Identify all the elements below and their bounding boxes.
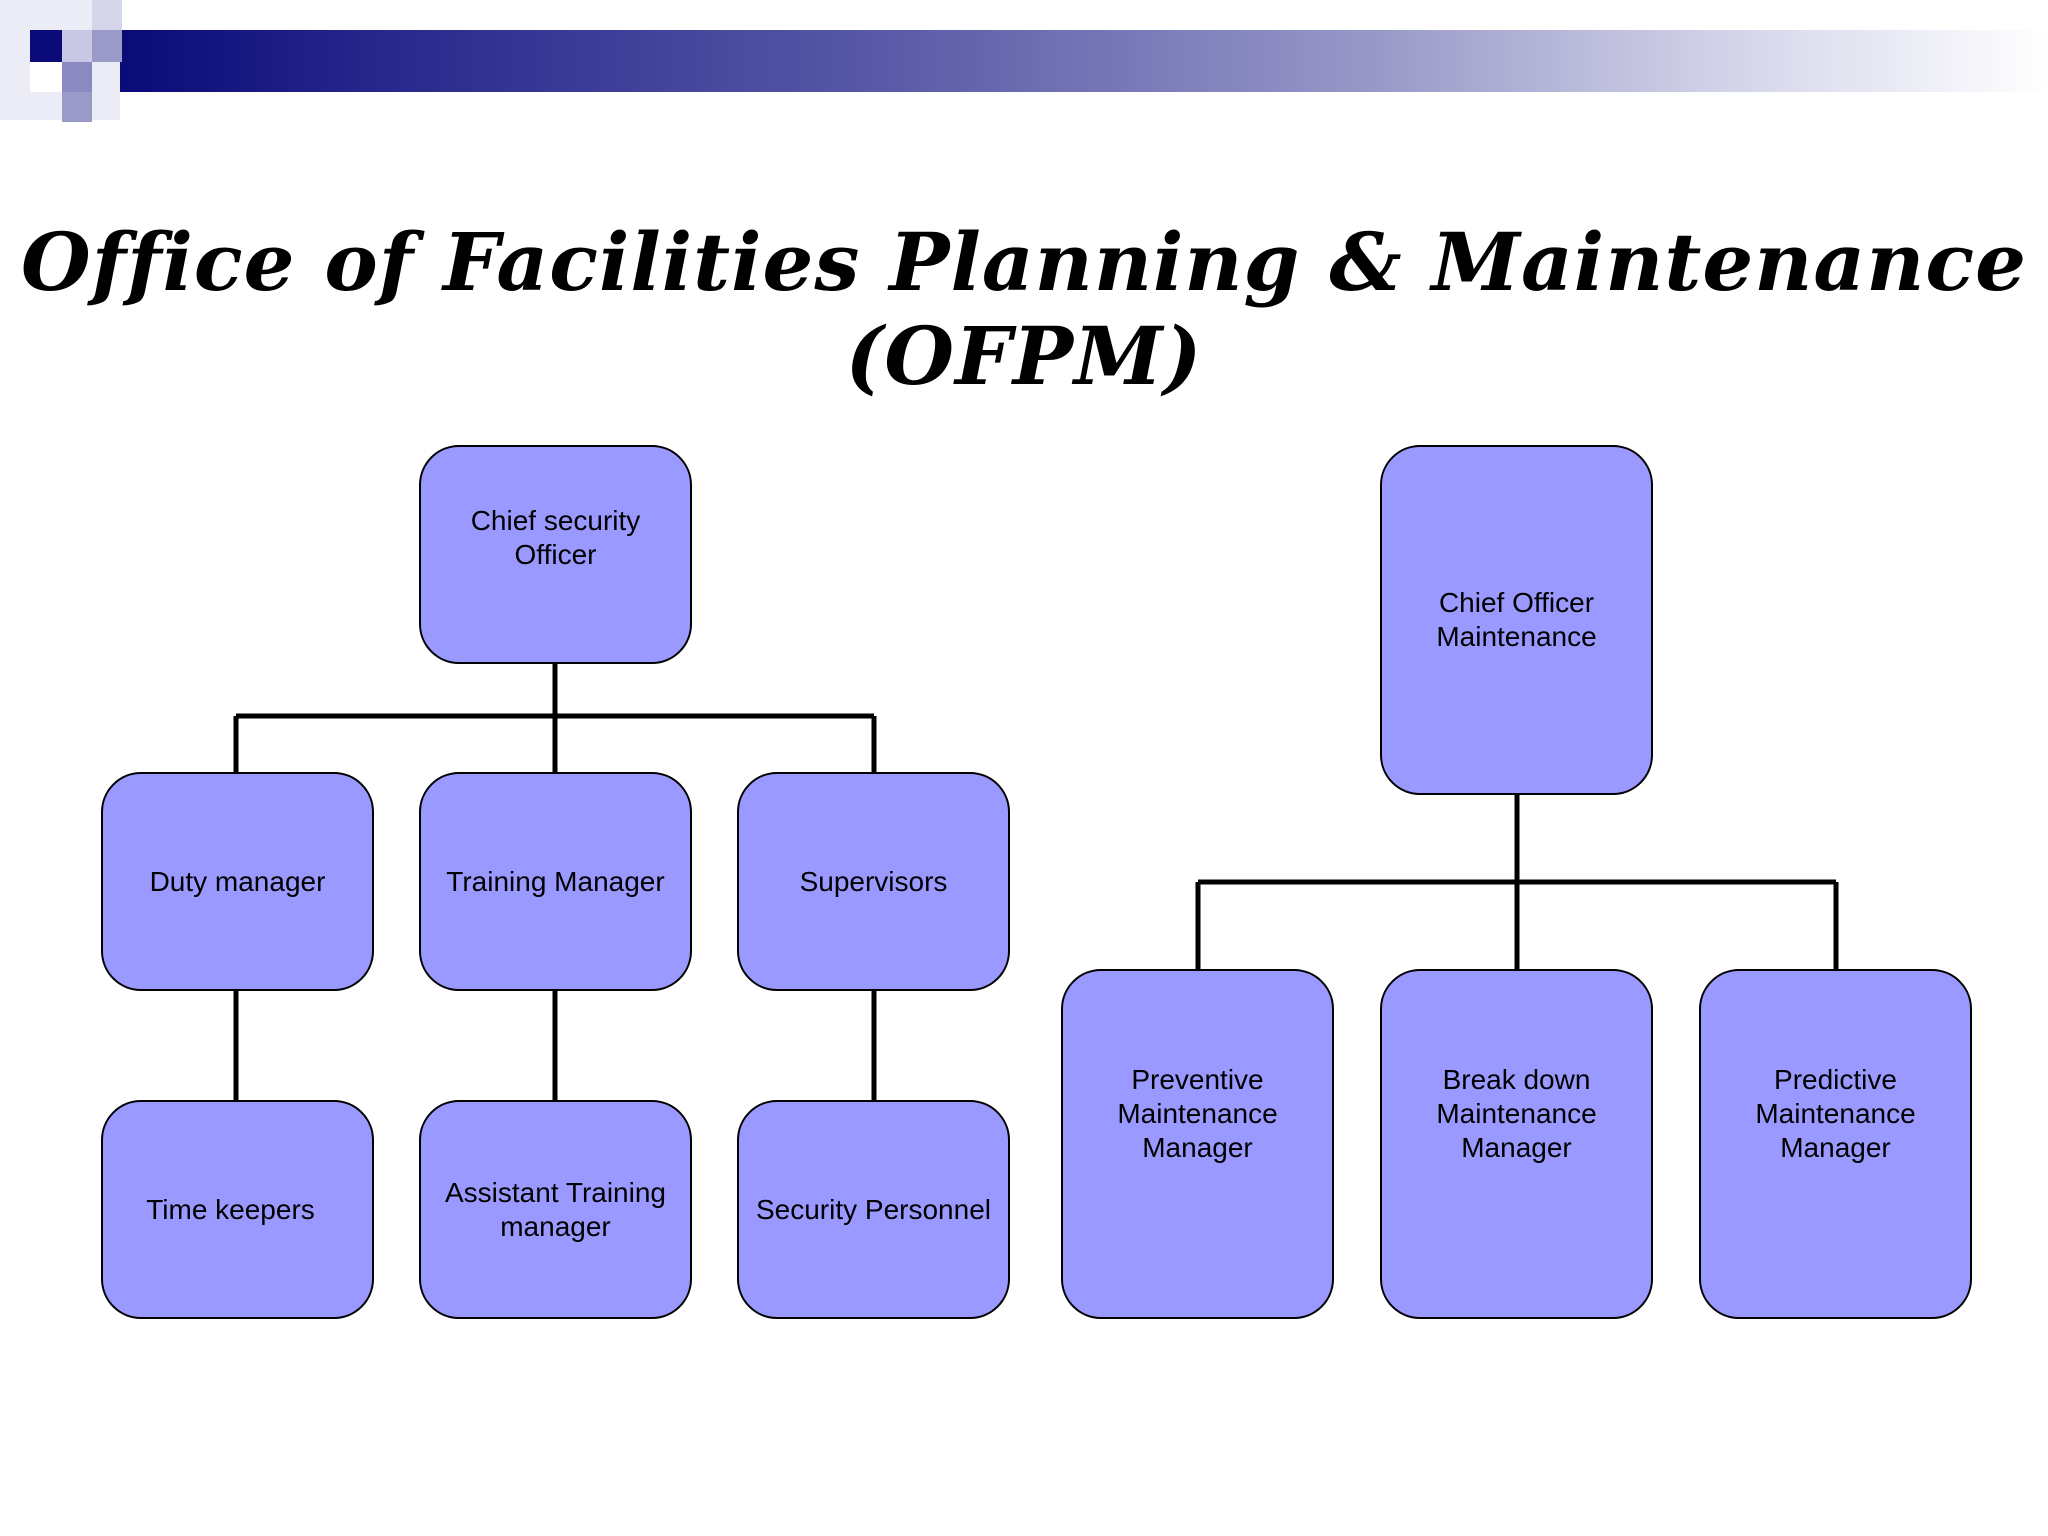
decor-square — [62, 62, 92, 92]
page-title: Office of Facilities Planning & Maintena… — [21, 215, 2027, 403]
decor-square — [30, 62, 62, 92]
node-predictive-maintenance-manager: Predictive Maintenance Manager — [1699, 969, 1972, 1319]
node-time-keepers: Time keepers — [101, 1100, 374, 1319]
node-security-personnel: Security Personnel — [737, 1100, 1010, 1319]
node-supervisors: Supervisors — [737, 772, 1010, 991]
node-preventive-maintenance-manager: Preventive Maintenance Manager — [1061, 969, 1334, 1319]
decor-square — [30, 30, 62, 62]
node-assistant-training-manager: Assistant Training manager — [419, 1100, 692, 1319]
header-gradient-bar — [120, 30, 2048, 92]
decor-square — [62, 92, 92, 122]
node-chief-security-officer: Chief security Officer — [419, 445, 692, 664]
decor-square — [92, 30, 122, 62]
decor-square — [62, 30, 92, 62]
decor-square — [92, 0, 122, 30]
node-training-manager: Training Manager — [419, 772, 692, 991]
node-chief-officer-maintenance: Chief Officer Maintenance — [1380, 445, 1653, 795]
node-duty-manager: Duty manager — [101, 772, 374, 991]
node-breakdown-maintenance-manager: Break down Maintenance Manager — [1380, 969, 1653, 1319]
